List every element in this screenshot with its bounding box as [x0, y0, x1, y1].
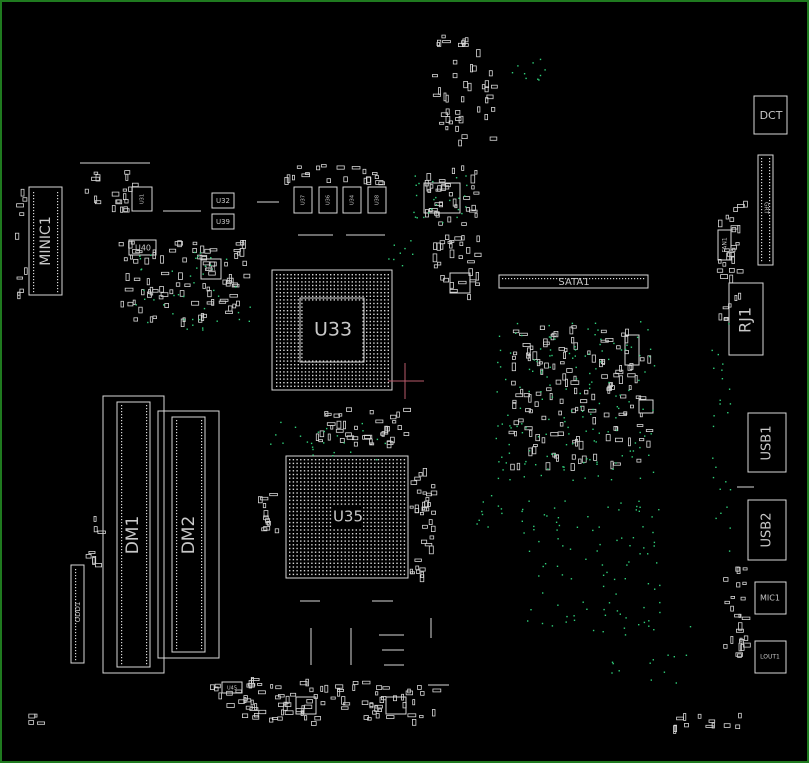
u39-chip[interactable] — [211, 213, 235, 230]
rj1-connector[interactable] — [728, 282, 764, 356]
odd1-label: ODD1 — [74, 602, 82, 623]
u37-label: U37 — [301, 195, 307, 205]
usb2-label: USB2 — [760, 513, 775, 548]
u41-label: U41 — [206, 267, 216, 273]
u33-core — [299, 297, 365, 363]
u35-chip[interactable] — [285, 455, 409, 579]
dm1-label: DM1 — [123, 516, 143, 555]
mic1-label: MIC1 — [760, 594, 780, 603]
sata1-connector[interactable] — [498, 274, 649, 289]
qfn-bottom-1 — [295, 696, 317, 715]
u36-label: U36 — [326, 195, 332, 205]
minic1-connector[interactable] — [28, 186, 63, 296]
u40-label: U40 — [135, 244, 151, 253]
lout1-jack[interactable] — [754, 640, 787, 674]
u33-label: U33 — [314, 319, 352, 341]
block-right-2 — [638, 399, 654, 414]
u45-label: U45 — [227, 686, 237, 692]
u37-chip[interactable] — [293, 186, 313, 214]
usb1-connector[interactable] — [747, 412, 787, 473]
crosshair-cursor — [388, 363, 424, 399]
dct-connector[interactable] — [753, 95, 788, 135]
dm1-inner — [116, 401, 151, 668]
vias — [135, 58, 732, 684]
dct-label: DCT — [760, 109, 783, 122]
component-outlines — [28, 95, 788, 715]
fan1-label: FAN1 — [722, 237, 729, 252]
sata1-label: SATA1 — [558, 277, 589, 288]
u41-chip[interactable] — [200, 258, 222, 280]
u38-label: U38 — [375, 195, 381, 205]
dm2-label: DM2 — [179, 516, 199, 555]
u32-label: U32 — [216, 197, 230, 205]
qfn-top — [423, 182, 461, 214]
odd1-connector[interactable] — [70, 564, 85, 664]
u33-chip[interactable] — [271, 269, 393, 391]
dm2-slot[interactable] — [157, 410, 220, 659]
rj1-label: RJ1 — [736, 307, 755, 333]
u34-chip[interactable] — [342, 186, 362, 214]
mic1-jack[interactable] — [754, 581, 787, 615]
u34-label: U34 — [350, 195, 356, 205]
u39-label: U39 — [216, 218, 230, 226]
grt-label: GRT — [763, 202, 770, 214]
usb2-connector[interactable] — [747, 499, 787, 561]
usb1-label: USB1 — [760, 426, 775, 461]
u36-chip[interactable] — [318, 186, 338, 214]
u31-chip[interactable] — [131, 186, 153, 212]
minic1-label: MINIC1 — [38, 216, 54, 266]
dm1-slot[interactable] — [102, 395, 165, 674]
u32-chip[interactable] — [211, 192, 235, 209]
u38-chip[interactable] — [367, 186, 387, 214]
smd-pads — [14, 34, 751, 734]
u31-label: U31 — [140, 194, 146, 204]
lout1-label: LOUT1 — [760, 654, 780, 661]
u35-label: U35 — [333, 508, 363, 526]
dm2-inner — [171, 416, 206, 653]
grt-connector[interactable] — [757, 154, 774, 266]
pin-fields — [33, 158, 771, 665]
